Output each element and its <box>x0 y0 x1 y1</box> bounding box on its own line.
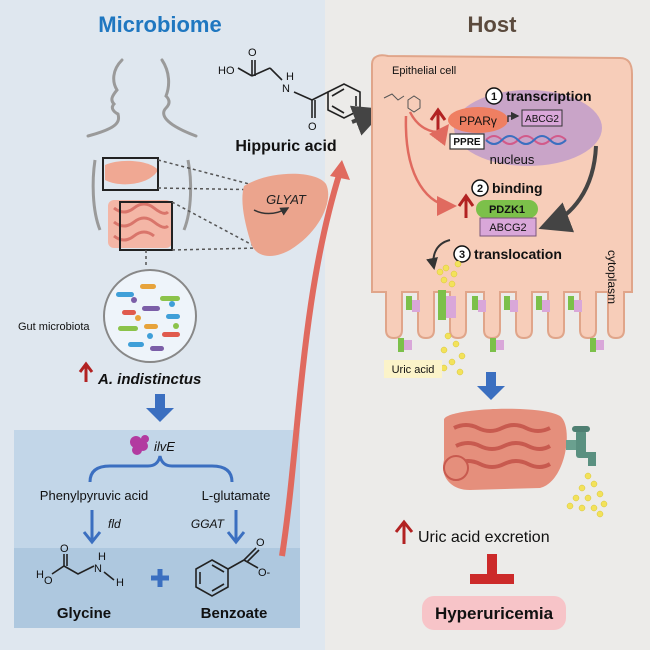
dna-helix-icon <box>485 135 567 145</box>
uric-acid-label: Uric acid <box>392 364 435 376</box>
hyperuricemia-label: Hyperuricemia <box>435 604 554 623</box>
hippuric-n: N <box>282 83 290 95</box>
fld-arrow-icon <box>82 510 102 545</box>
abcg2-complex-label: ABCG2 <box>489 222 526 234</box>
glycine-h3: H <box>116 577 124 589</box>
step1-number: 1 <box>491 91 497 103</box>
nucleus-label: nucleus <box>490 152 535 167</box>
step3-label: translocation <box>474 246 562 262</box>
microbiota-circle <box>103 269 197 363</box>
step1-label: transcription <box>506 88 592 104</box>
step3-number: 3 <box>459 249 465 261</box>
glycine-o2: O <box>60 543 69 555</box>
benzoate-structure <box>195 547 260 597</box>
cytoplasm-label: cytoplasm <box>605 250 619 304</box>
fld-label: fld <box>108 517 121 531</box>
faucet-uric-drops <box>566 472 608 518</box>
inhibition-icon <box>470 554 514 584</box>
pdzk1-protein <box>476 200 538 218</box>
uric-acid-particles <box>436 260 466 376</box>
benzoate-o-minus: O- <box>258 567 271 579</box>
intestine-icon-small <box>108 200 172 248</box>
excretion-up-arrow-icon <box>394 519 414 544</box>
hippuric-o1: O <box>248 47 257 59</box>
bacterium-label: A. indistinctus <box>97 371 201 388</box>
intestine-icon-large <box>443 408 567 490</box>
plus-icon <box>151 569 169 587</box>
activation-arrow-1 <box>408 111 450 146</box>
uric-acid-label-box <box>384 360 442 378</box>
ggat-label: GGAT <box>191 517 226 531</box>
ppre-label: PPRE <box>453 137 481 148</box>
benzoate-o: O <box>256 537 265 549</box>
abcg2-nuclear-box <box>521 109 563 127</box>
hippuric-arrowhead <box>330 160 350 180</box>
membrane-transporters <box>398 290 604 352</box>
hippuric-label: Hippuric acid <box>235 138 336 155</box>
transcription-arrow <box>507 111 520 122</box>
ilve-label: ilvE <box>154 439 175 454</box>
glycine-structure <box>51 554 115 581</box>
pathway-brace <box>88 455 234 483</box>
step2-number-circle <box>471 179 489 197</box>
benzoate-label: Benzoate <box>201 605 268 622</box>
hippuric-h: H <box>286 71 294 83</box>
translation-arrow <box>538 145 598 233</box>
abcg2-nuclear-label: ABCG2 <box>525 114 559 125</box>
activation-arrow-2 <box>404 115 457 216</box>
hippuric-o2: O <box>308 121 317 133</box>
benzoate-to-hippuric-arrow <box>279 171 343 557</box>
ggat-arrow-icon <box>226 510 246 545</box>
glutamate-label: L-glutamate <box>202 488 271 503</box>
faucet-icon <box>566 426 596 466</box>
step2-label: binding <box>492 180 543 196</box>
gut-microbiota-label: Gut microbiota <box>18 321 90 333</box>
phenylpyruvic-label: Phenylpyruvic acid <box>40 488 148 503</box>
microbiome-title: Microbiome <box>98 12 221 37</box>
ppar-protein <box>448 107 508 133</box>
host-title: Host <box>468 12 518 37</box>
up-arrow-icon <box>78 361 94 382</box>
down-arrow-icon <box>146 394 174 422</box>
glyat-label: GLYAT <box>266 192 307 207</box>
ppar-label: PPARγ <box>459 114 497 128</box>
hyperuricemia-box <box>422 596 566 630</box>
torso-outline <box>91 159 193 231</box>
pdzk1-label: PDZK1 <box>489 204 525 216</box>
step1-number-circle <box>485 87 503 105</box>
translocation-arrow <box>426 239 451 270</box>
glycine-label: Glycine <box>57 605 111 622</box>
glycine-n: N <box>94 563 102 575</box>
epithelial-label: Epithelial cell <box>392 65 456 77</box>
excretion-label: Uric acid excretion <box>418 529 550 546</box>
glyat-arrow <box>253 207 290 216</box>
hippuric-structure <box>237 60 361 119</box>
pdzk1-up-arrow-icon <box>457 193 475 218</box>
step2-number: 2 <box>477 183 483 195</box>
glycine-h: H <box>36 569 44 581</box>
ppre-box <box>449 133 485 150</box>
glycine-h2: H <box>98 551 106 563</box>
abcg2-complex-box <box>479 217 537 237</box>
liver-zoom-box <box>102 157 159 191</box>
hippuric-small-icon <box>383 93 421 113</box>
hippuric-ho: HO <box>218 65 235 77</box>
head-silhouette-icon <box>86 58 198 138</box>
liver-icon-small <box>105 160 158 185</box>
glycine-o: O <box>44 575 53 587</box>
step3-number-circle <box>453 245 471 263</box>
host-down-arrow-icon <box>477 372 505 400</box>
pathway-products-box <box>14 548 300 628</box>
protein-icon <box>130 435 149 455</box>
